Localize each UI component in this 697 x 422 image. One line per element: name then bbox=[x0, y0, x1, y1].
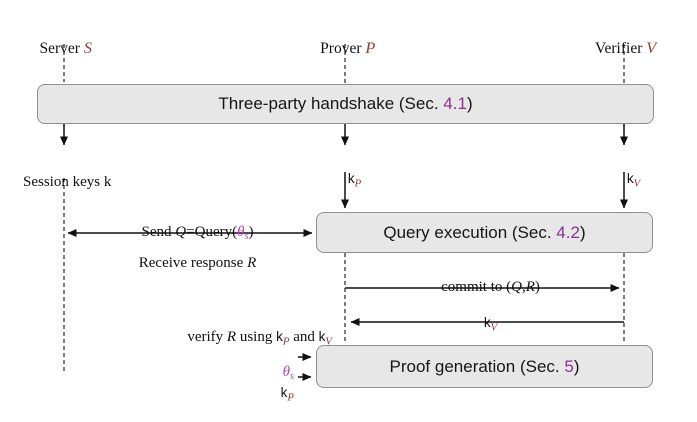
send-theta-subscript: s bbox=[244, 231, 249, 243]
kp-input-label: kP bbox=[266, 368, 294, 421]
session-keys-label: Session keys k bbox=[8, 157, 111, 209]
receive-r: R bbox=[247, 255, 257, 272]
verify-kp-subscript: P bbox=[282, 335, 290, 348]
handshake-title-close: ) bbox=[466, 94, 473, 113]
commit-label: commit to (Q,R) bbox=[426, 262, 540, 314]
verifier-symbol: V bbox=[646, 38, 657, 57]
verify-and-text: and bbox=[289, 329, 319, 346]
query-title-close: ) bbox=[579, 222, 586, 242]
kp-input-k: k bbox=[280, 385, 288, 401]
k-verifier-label: kV bbox=[612, 154, 640, 207]
commit-comma: , bbox=[521, 279, 526, 296]
k-verifier-mid-k: k bbox=[483, 315, 491, 331]
receive-text: Receive response bbox=[138, 255, 248, 272]
receive-response-label: Receive response R bbox=[124, 238, 256, 290]
k-prover-label: kP bbox=[333, 154, 361, 207]
query-section-number: 4.2 bbox=[556, 222, 580, 242]
k-verifier-mid-label: kV bbox=[469, 298, 497, 351]
handshake-section-number: 4.1 bbox=[443, 94, 467, 113]
send-text: Send bbox=[141, 224, 176, 241]
query-execution-box: Query execution (Sec. 4.2) bbox=[316, 212, 653, 253]
commit-q: Q bbox=[511, 279, 522, 296]
proof-title: Proof generation (Sec. bbox=[389, 356, 565, 376]
participant-verifier: Verifier V bbox=[580, 21, 656, 75]
theta-input-subscript: s bbox=[290, 371, 294, 383]
send-q: Q bbox=[175, 224, 187, 241]
theta-input-symbol: θ bbox=[282, 364, 291, 381]
server-label: Server bbox=[39, 39, 84, 57]
k-prover-subscript: P bbox=[354, 177, 362, 190]
k-verifier-subscript: V bbox=[633, 177, 641, 190]
handshake-title: Three-party handshake (Sec. bbox=[218, 94, 444, 113]
theta-input-label: θs bbox=[268, 347, 294, 400]
commit-text: commit to ( bbox=[441, 279, 512, 296]
verify-text: verify bbox=[187, 329, 227, 346]
k-verifier-mid-subscript: V bbox=[490, 321, 498, 334]
participant-server: Server S bbox=[24, 21, 92, 75]
participant-prover: Prover P bbox=[305, 21, 376, 75]
kp-input-subscript: P bbox=[287, 391, 294, 404]
send-equals: = bbox=[186, 224, 195, 241]
send-query-fn: Query( bbox=[194, 224, 238, 241]
verify-label: verify R using kP and kV bbox=[172, 312, 332, 365]
verify-kv-k: k bbox=[318, 329, 326, 345]
k-verifier-k: k bbox=[626, 171, 634, 187]
send-theta: θ bbox=[237, 224, 245, 241]
send-close-paren: ) bbox=[248, 224, 254, 241]
verifier-label: Verifier bbox=[595, 39, 647, 57]
prover-label: Prover bbox=[320, 39, 366, 57]
k-prover-k: k bbox=[347, 171, 355, 187]
verify-r: R bbox=[226, 329, 237, 346]
handshake-box: Three-party handshake (Sec. 4.1) bbox=[37, 84, 654, 124]
commit-r: R bbox=[525, 279, 535, 296]
server-symbol: S bbox=[83, 38, 92, 57]
verify-kp-k: k bbox=[276, 329, 283, 345]
session-keys-text: Session keys k bbox=[23, 174, 112, 191]
verify-using-text: using bbox=[236, 329, 277, 346]
commit-close-paren: ) bbox=[534, 279, 540, 296]
send-query-label: Send Q=Query(θs) bbox=[127, 207, 254, 260]
verify-kv-subscript: V bbox=[325, 335, 332, 348]
proof-section-number: 5 bbox=[564, 356, 574, 376]
query-title: Query execution (Sec. bbox=[383, 222, 557, 242]
proof-generation-box: Proof generation (Sec. 5) bbox=[316, 345, 653, 388]
prover-symbol: P bbox=[365, 38, 376, 57]
proof-title-close: ) bbox=[573, 356, 580, 376]
